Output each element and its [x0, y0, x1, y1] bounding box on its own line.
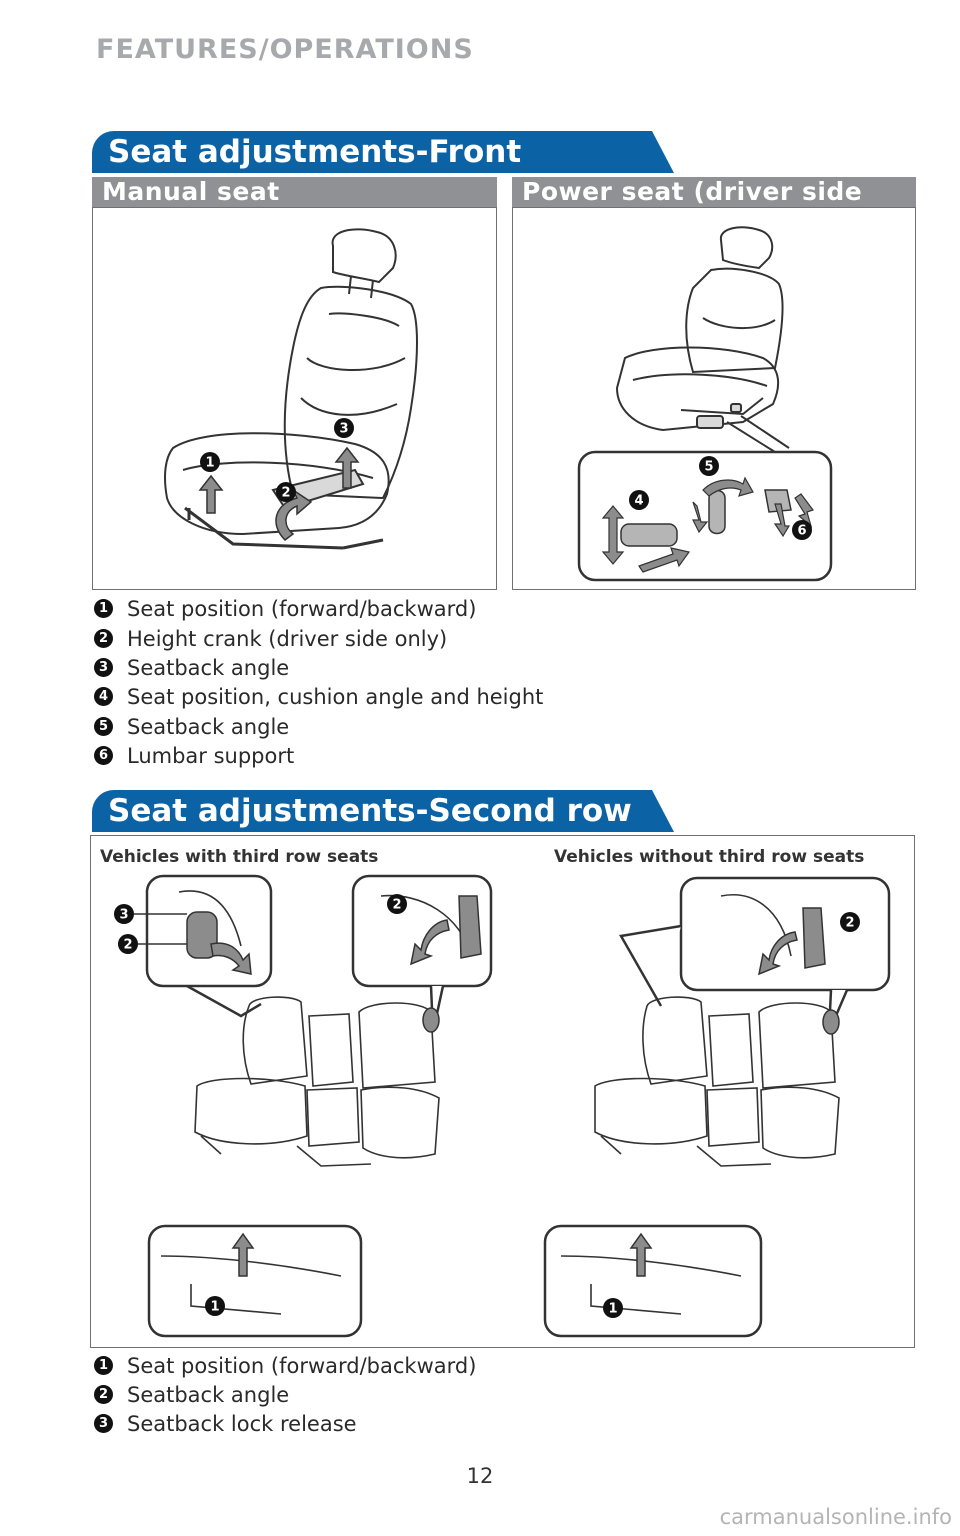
callout-1-second-right	[603, 1298, 623, 1318]
callout-6	[792, 520, 812, 540]
callout-2-label: 2	[281, 486, 290, 501]
callout-2-second-left-label: 2	[123, 938, 132, 953]
caption-with-third-row: Vehicles with third row seats	[100, 847, 379, 867]
callout-6-label: 6	[797, 524, 806, 539]
power-seat-illustration: 4 5 6	[577, 226, 833, 582]
power-seat-panel: 4 5 6	[512, 207, 916, 590]
second-row-panel: Vehicles with third row seats Vehicles w…	[90, 835, 915, 1348]
callout-1	[200, 452, 220, 472]
watermark: carmanualsonline.info	[719, 1505, 952, 1529]
callout-3	[334, 418, 354, 438]
callout-2-second-mid-label: 2	[392, 898, 401, 913]
section-header: FEATURES/OPERATIONS	[96, 34, 474, 65]
callout-2	[276, 482, 296, 502]
callout-4	[629, 490, 649, 510]
second-row-banner: Seat adjustments-Second row seats	[92, 790, 674, 871]
manual-seat-panel: 1 2 3	[92, 207, 497, 590]
caption-without-third-row: Vehicles without third row seats	[554, 847, 865, 867]
callout-5	[699, 456, 719, 476]
callout-2-second-right-label: 2	[845, 916, 854, 931]
callout-2-second-mid	[387, 894, 407, 914]
page-number: 12	[466, 1464, 494, 1488]
front-banner: Seat adjustments-Front	[92, 131, 674, 173]
callout-3-second-left	[114, 904, 134, 924]
power-seat-label: Power seat (driver side only)	[512, 177, 916, 236]
callout-3-second-left-label: 3	[119, 908, 128, 923]
callout-2-second-right	[840, 912, 860, 932]
callout-1-label: 1	[205, 456, 214, 471]
callout-2-second-left	[118, 934, 138, 954]
callout-4-label: 4	[634, 494, 643, 509]
callout-5-label: 5	[704, 460, 713, 475]
callout-1-second-left-label: 1	[210, 1300, 219, 1315]
callout-3-label: 3	[339, 422, 348, 437]
second-row-illustration: 3 2 2 1 2 1	[114, 874, 891, 1338]
manual-seat-label: Manual seat	[92, 177, 497, 207]
manual-seat-illustration: 1 2 3	[164, 228, 418, 550]
callout-1-second-left	[205, 1296, 225, 1316]
power-controls-zoom	[577, 450, 833, 582]
callout-1-second-right-label: 1	[608, 1302, 617, 1317]
